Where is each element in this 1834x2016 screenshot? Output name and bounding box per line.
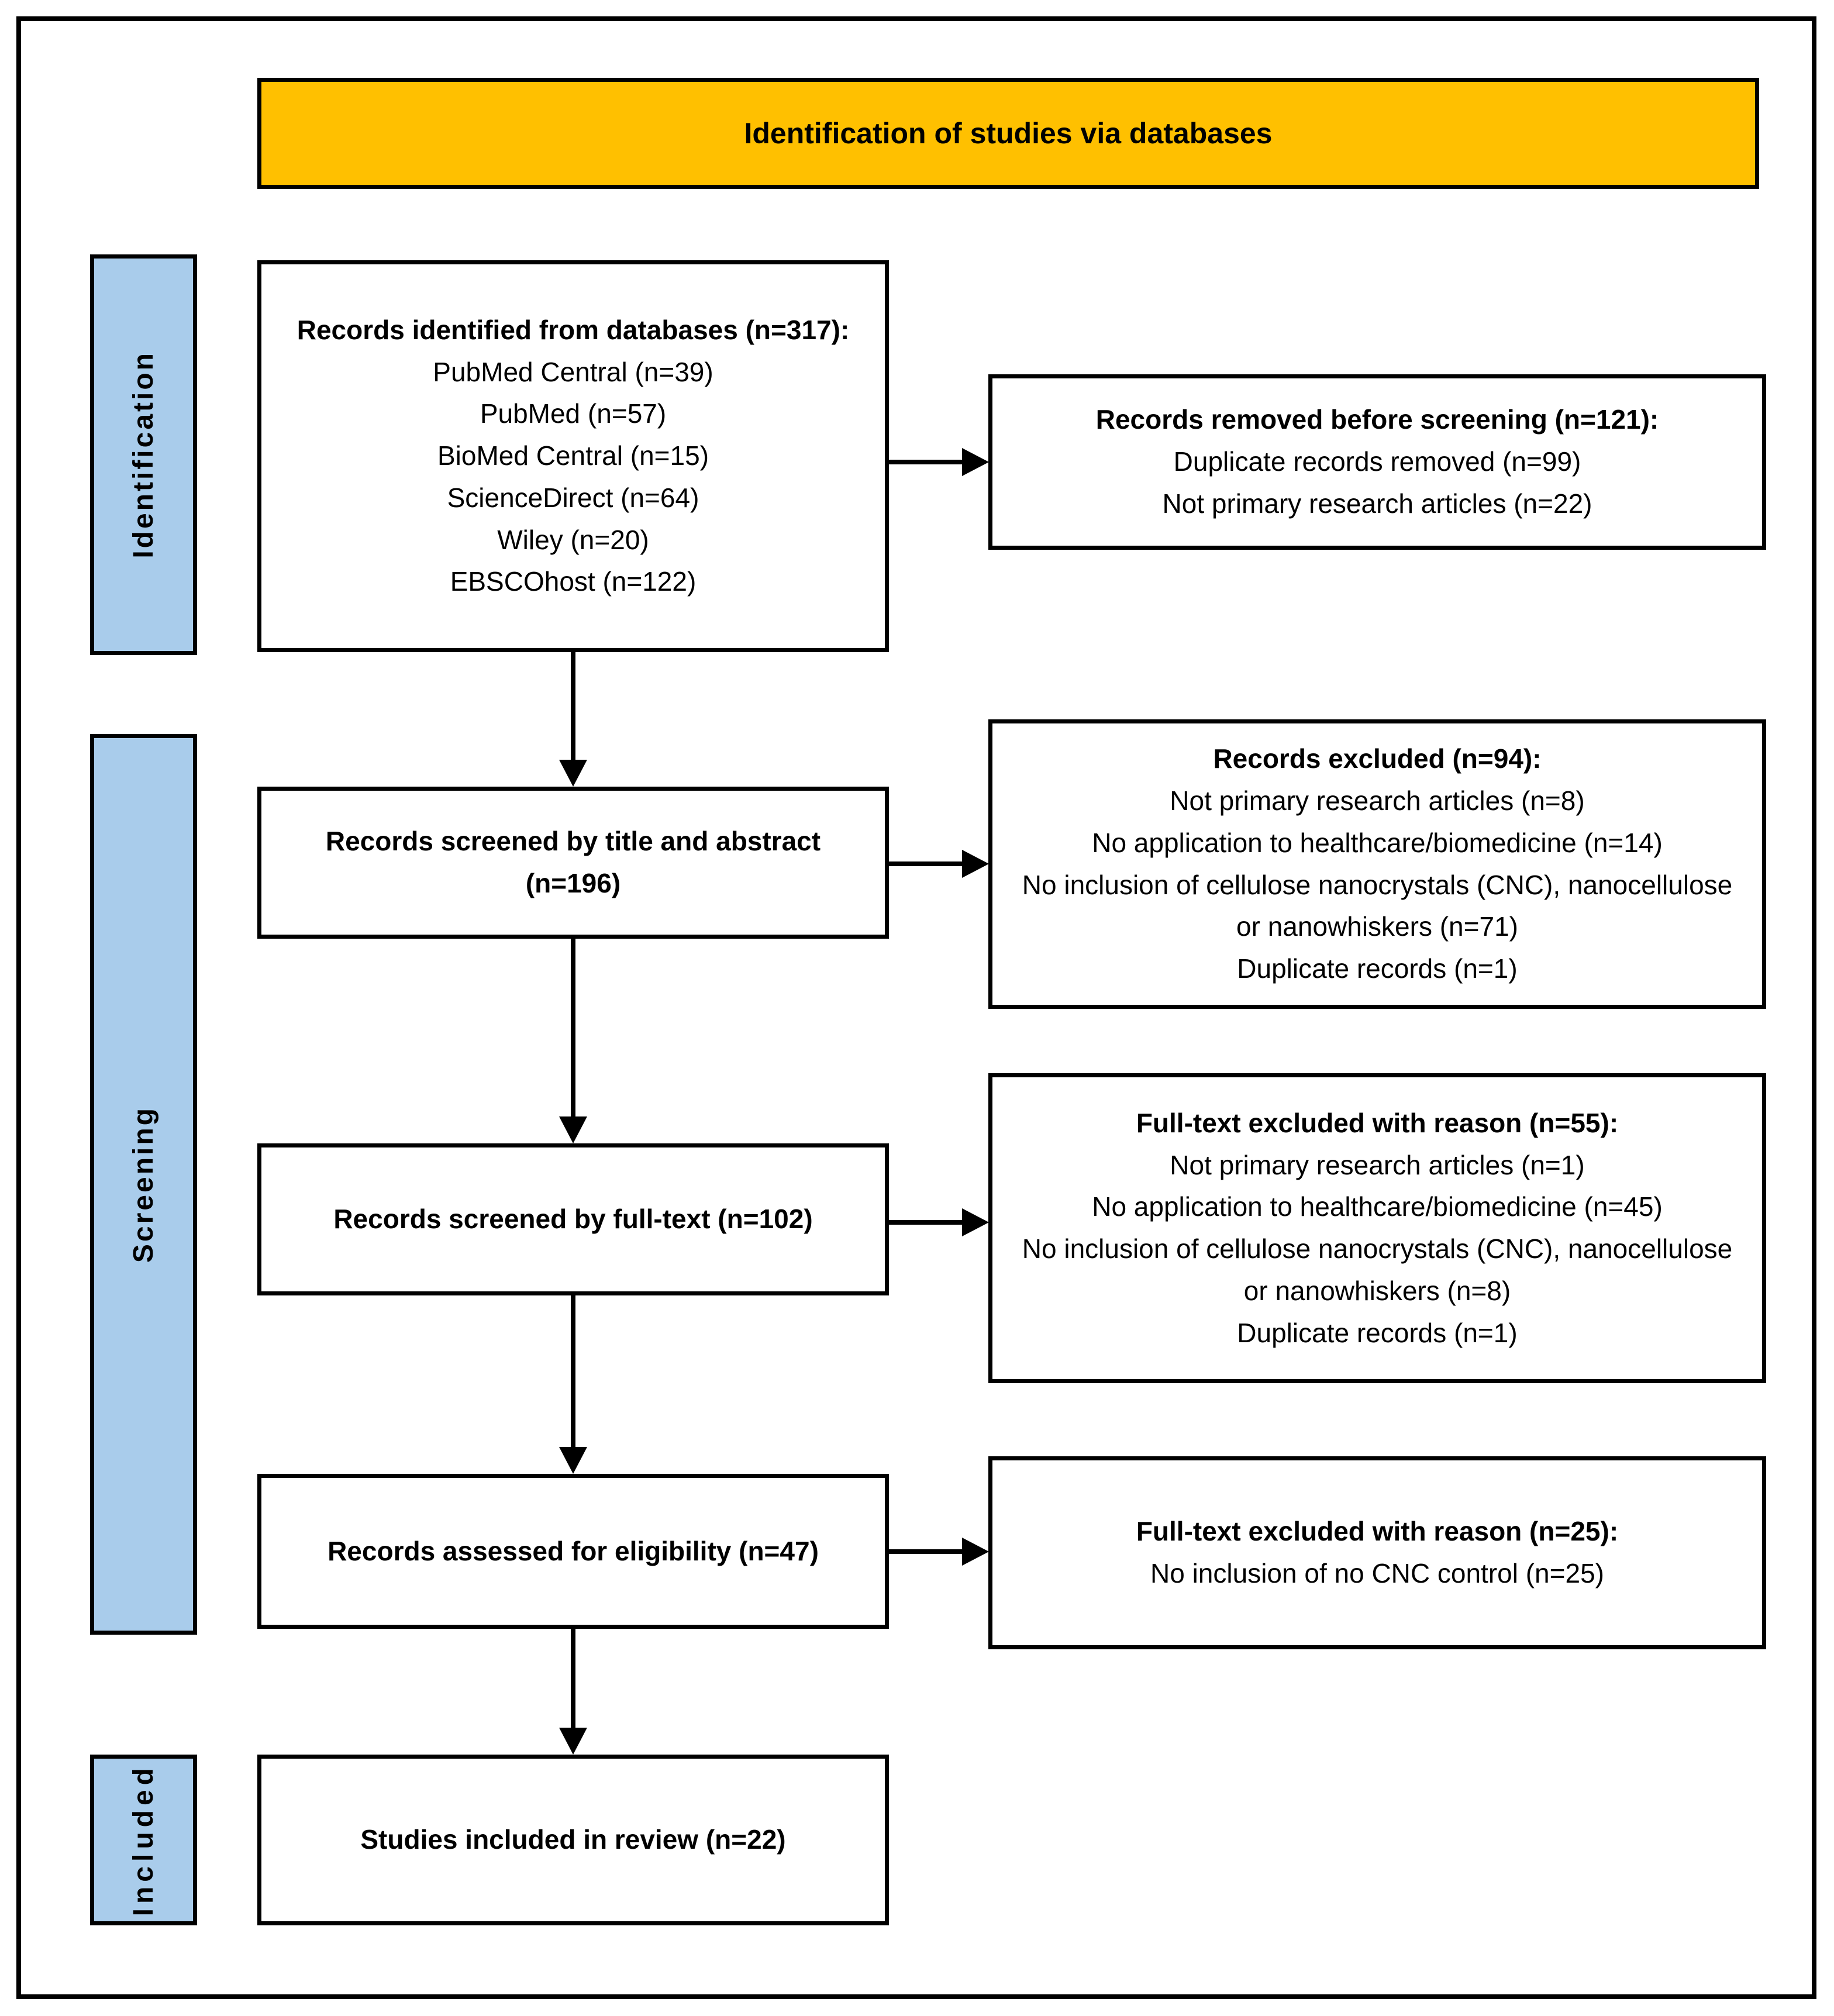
removed-duplicates: Duplicate records removed (n=99) (1173, 446, 1581, 477)
excluded55-duplicates: Duplicate records (n=1) (1237, 1317, 1518, 1348)
box-included-in-review-title: Studies included in review (n=22) (360, 1824, 786, 1855)
stage-label-included: Included (90, 1755, 197, 1925)
excluded55-no-application: No application to healthcare/biomedicine… (1092, 1191, 1663, 1222)
box-records-excluded-title: Records excluded (n=94): (1213, 743, 1542, 774)
arrow-head-down-icon (559, 1447, 587, 1474)
box-screened-full-text: Records screened by full-text (n=102) (257, 1143, 889, 1295)
excluded25-no-cnc-control: No inclusion of no CNC control (n=25) (1150, 1558, 1604, 1588)
arrow-shaft (571, 652, 575, 761)
box-screened-title-abstract-title: Records screened by title and abstract (… (325, 826, 821, 898)
box-removed-before-screening-title: Records removed before screening (n=121)… (1095, 404, 1659, 435)
stage-label-screening: Screening (90, 734, 197, 1635)
source-ebscohost: EBSCOhost (n=122) (450, 566, 697, 597)
removed-not-primary: Not primary research articles (n=22) (1162, 488, 1592, 519)
arrow-shaft (571, 1295, 575, 1448)
arrow-shaft (889, 1220, 963, 1225)
stage-label-identification-text: Identification (128, 351, 159, 559)
source-pubmed: PubMed (n=57) (480, 398, 667, 429)
box-screened-full-text-title: Records screened by full-text (n=102) (333, 1204, 813, 1235)
box-full-text-excluded-25-title: Full-text excluded with reason (n=25): (1136, 1516, 1619, 1547)
box-records-identified: Records identified from databases (n=317… (257, 260, 889, 652)
arrow-head-right-icon (962, 1538, 989, 1566)
source-sciencedirect: ScienceDirect (n=64) (447, 482, 699, 513)
box-full-text-excluded-55-title: Full-text excluded with reason (n=55): (1136, 1107, 1619, 1138)
banner-title: Identification of studies via databases (744, 117, 1273, 150)
box-assessed-eligibility: Records assessed for eligibility (n=47) (257, 1474, 889, 1629)
stage-label-identification: Identification (90, 254, 197, 655)
box-full-text-excluded-25: Full-text excluded with reason (n=25): N… (988, 1456, 1766, 1649)
arrow-shaft (889, 861, 963, 866)
box-records-identified-title: Records identified from databases (n=317… (297, 314, 850, 345)
box-assessed-eligibility-title: Records assessed for eligibility (n=47) (328, 1535, 819, 1566)
source-wiley: Wiley (n=20) (497, 524, 649, 555)
excluded94-duplicates: Duplicate records (n=1) (1237, 953, 1518, 984)
source-biomed-central: BioMed Central (n=15) (437, 440, 709, 471)
box-screened-title-abstract: Records screened by title and abstract (… (257, 787, 889, 939)
excluded94-no-cnc: No inclusion of cellulose nanocrystals (… (1022, 869, 1733, 942)
excluded55-no-cnc: No inclusion of cellulose nanocrystals (… (1022, 1233, 1733, 1306)
stage-label-included-text: Included (128, 1763, 159, 1917)
box-full-text-excluded-55: Full-text excluded with reason (n=55): N… (988, 1073, 1766, 1383)
diagram-outer-border (16, 16, 1816, 1999)
arrow-head-right-icon (962, 1208, 989, 1236)
arrow-head-down-icon (559, 1728, 587, 1755)
banner: Identification of studies via databases (257, 78, 1759, 189)
arrow-head-right-icon (962, 448, 989, 476)
arrow-shaft (571, 939, 575, 1118)
box-records-excluded: Records excluded (n=94): Not primary res… (988, 719, 1766, 1009)
arrow-shaft (889, 460, 963, 464)
arrow-head-down-icon (559, 1116, 587, 1143)
box-included-in-review: Studies included in review (n=22) (257, 1755, 889, 1925)
excluded94-no-application: No application to healthcare/biomedicine… (1092, 827, 1663, 858)
arrow-head-right-icon (962, 850, 989, 878)
arrow-shaft (571, 1629, 575, 1729)
arrow-head-down-icon (559, 760, 587, 787)
box-removed-before-screening: Records removed before screening (n=121)… (988, 374, 1766, 550)
excluded94-not-primary: Not primary research articles (n=8) (1170, 785, 1585, 816)
source-pubmed-central: PubMed Central (n=39) (433, 356, 713, 387)
stage-label-screening-text: Screening (128, 1105, 159, 1263)
arrow-shaft (889, 1549, 963, 1554)
excluded55-not-primary: Not primary research articles (n=1) (1170, 1149, 1585, 1180)
